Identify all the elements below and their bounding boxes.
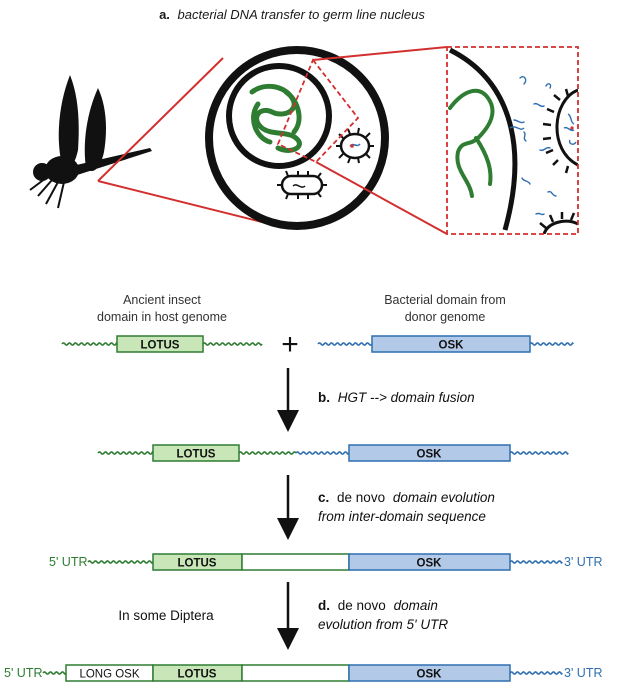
bacterium-icon <box>336 127 374 164</box>
osk-label: OSK <box>417 449 443 461</box>
donor-label-line2: donor genome <box>405 310 486 324</box>
gene-with-utrs: 5' UTR LOTUS OSK 3' UTR <box>49 553 603 571</box>
step-c-line2: from inter-domain sequence <box>318 509 486 524</box>
step-d-line1: d. de novo domain <box>318 598 438 613</box>
utr-wave-line <box>509 671 563 675</box>
inter-domain-region <box>241 664 350 682</box>
five-prime-utr-label: 5' UTR <box>4 666 43 680</box>
osk-label: OSK <box>417 669 443 681</box>
some-diptera-note: In some Diptera <box>118 608 214 623</box>
step-c-line1: c. de novo domain evolution <box>318 490 495 505</box>
utr-wave-line <box>509 451 569 455</box>
inset-line-lower <box>315 161 448 235</box>
arrow-c <box>277 475 299 540</box>
plus-sign: + <box>281 328 299 361</box>
donor-label-line1: Bacterial domain from <box>384 293 506 307</box>
donor-wave-right <box>529 342 574 346</box>
dragonfly-icon <box>29 75 152 209</box>
osk-label: OSK <box>439 340 465 352</box>
donor-wave-left <box>317 342 373 346</box>
utr-wave-line <box>87 560 154 564</box>
host-wave-right <box>202 342 263 346</box>
lotus-label: LOTUS <box>177 449 216 461</box>
long-osk-label: LONG OSK <box>79 669 139 681</box>
panel-a-title-group: a. bacterial DNA transfer to germ line n… <box>159 7 425 22</box>
bacterium-icon <box>277 170 327 200</box>
step-d-line2: evolution from 5' UTR <box>318 617 448 632</box>
osk-label: OSK <box>417 558 443 570</box>
zoom-region-box <box>276 58 360 164</box>
utr-wave-line <box>97 451 154 455</box>
inset-line-upper <box>312 46 448 61</box>
step-b-label: b. HGT --> domain fusion <box>318 390 475 405</box>
inter-domain-region <box>241 553 350 571</box>
host-label-line1: Ancient insect <box>123 293 201 307</box>
donor-genome-sequence: OSK <box>317 335 574 353</box>
utr-wave-line <box>509 560 563 564</box>
five-prime-utr-label: 5' UTR <box>49 555 88 569</box>
host-label-line2: domain in host genome <box>97 310 227 324</box>
gene-long-osk: 5' UTR LONG OSK LOTUS OSK 3' UTR <box>4 664 603 682</box>
utr-wave-line <box>238 451 297 455</box>
arrow-d <box>277 582 299 650</box>
arrow-b <box>277 368 299 432</box>
host-wave-left <box>61 342 118 346</box>
three-prime-utr-label: 3' UTR <box>564 666 603 680</box>
lotus-label: LOTUS <box>141 340 180 352</box>
fused-gene: LOTUS OSK <box>97 444 569 462</box>
utr-wave-line <box>295 451 350 455</box>
chromatin <box>249 83 302 153</box>
zoom-line-lower <box>97 180 263 223</box>
utr-wave-line <box>42 671 67 675</box>
panel-a-title: bacterial DNA transfer to germ line nucl… <box>178 7 426 22</box>
zoom-inset <box>446 46 579 235</box>
zoom-line-upper <box>97 57 224 182</box>
lotus-label: LOTUS <box>178 669 217 681</box>
host-genome-sequence: LOTUS <box>61 335 263 353</box>
lotus-label: LOTUS <box>178 558 217 570</box>
germ-cell <box>205 46 389 230</box>
panel-a-letter: a. <box>159 7 170 22</box>
three-prime-utr-label: 3' UTR <box>564 555 603 569</box>
